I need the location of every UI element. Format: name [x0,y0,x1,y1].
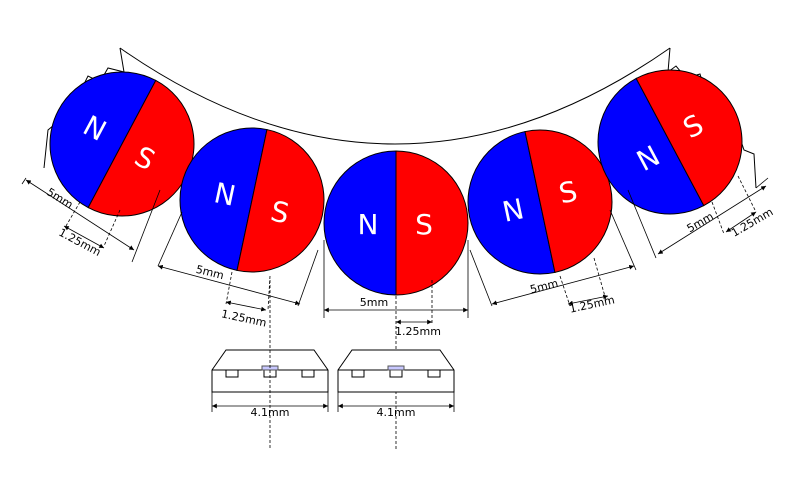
sensor-left-width-label: 4.1mm [251,406,290,419]
sensor-right-element [387,365,405,371]
magnet-4-south-half [524,129,613,274]
magnet-1-offset-label: 1.25mm [56,226,103,259]
magnet-3-south-half [395,150,469,296]
dimension-magnet-5 [627,175,769,259]
magnet-4 [467,129,613,275]
magnet-3-north-label: N [358,208,379,241]
magnet-5-offset-label: 1.25mm [729,205,775,239]
dimension-magnet-1 [21,177,161,263]
magnet-4-offset-label: 1.25mm [568,293,616,315]
magnet-3-offset-label: 1.25mm [395,325,441,338]
dimension-magnet-4 [469,209,637,307]
sensor-left-dimension [211,392,329,412]
magnet-2 [179,127,325,273]
magnet-3-diameter-label: 5mm [360,296,388,309]
magnet-5-diameter-label: 5mm [685,210,716,235]
magnet-3 [323,150,469,296]
magnet-2-diameter-label: 5mm [195,263,226,282]
carrier-end-left [119,47,125,73]
carrier-end-right [667,47,671,73]
sensor-right-width-label: 4.1mm [377,406,416,419]
sensor-right-dimension [337,392,455,412]
magnet-2-north-half [179,127,268,272]
magnet-4-diameter-label: 5mm [529,277,560,296]
magnet-3-north-half [323,150,397,296]
magnet-carrier-arc [119,47,671,145]
magnet-2-offset-label: 1.25mm [220,307,268,329]
magnet-5 [597,69,743,215]
sensor-right [337,349,455,393]
magnet-3-south-label: S [415,208,433,241]
